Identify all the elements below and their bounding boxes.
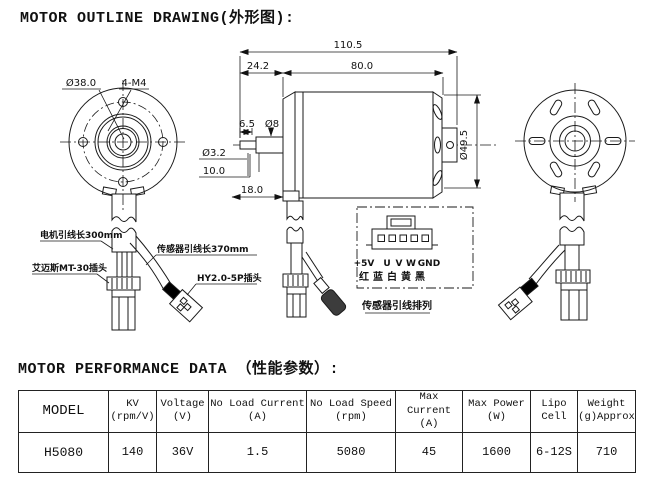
pin-label-5v: +5V (354, 259, 375, 269)
header-weight: Weight(g)Approx (577, 390, 636, 433)
cell-lipo-cell: 6-12S (530, 431, 578, 473)
wire-color-yellow: 黄 (401, 270, 411, 283)
dim-body-diameter: Ø49.5 (458, 130, 470, 160)
pin-label-w: W (406, 259, 416, 269)
label-motor-lead: 电机引线长300mm (40, 229, 123, 241)
rear-motor-cable (555, 192, 591, 321)
header-kv: KV(rpm/V) (108, 390, 157, 433)
header-no-load-current: No Load Current(A) (208, 390, 307, 433)
cell-max-current: 45 (395, 431, 463, 473)
header-max-power: Max Power(W) (462, 390, 531, 433)
wire-color-blue: 蓝 (373, 270, 383, 283)
cell-model: H5080 (18, 431, 109, 473)
front-sensor-wire (129, 235, 204, 323)
side-view (233, 91, 497, 202)
dim-shaft-length: 18.0 (241, 185, 263, 196)
side-sensor-wire (301, 251, 347, 316)
dim-tip-diameter: Ø3.2 (202, 147, 226, 159)
dim-total-length: 110.5 (334, 40, 363, 51)
pin-label-v: V (396, 259, 403, 269)
dim-tip-length: 10.0 (203, 166, 225, 177)
cell-kv: 140 (108, 431, 157, 473)
side-motor-cable (282, 200, 309, 318)
front-motor-cable (106, 193, 141, 331)
header-model: MODEL (18, 390, 109, 433)
label-sensor-lead: 传感器引线长370mm (156, 243, 249, 255)
dim-body-length: 80.0 (351, 61, 373, 72)
header-max-current: Max Current(A) (395, 390, 463, 433)
wire-color-white: 白 (387, 270, 397, 283)
cell-no-load-current: 1.5 (208, 431, 307, 473)
table-header-row: MODEL KV(rpm/V) Voltage(V) No Load Curre… (18, 390, 636, 433)
table-data-row: H5080 140 36V 1.5 5080 45 1600 6-12S 710 (18, 431, 636, 473)
wire-color-red: 红 (359, 270, 369, 283)
pin-label-u: U (383, 259, 390, 269)
header-no-load-speed: No Load Speed(rpm) (306, 390, 396, 433)
connector-caption: 传感器引线排列 (361, 299, 432, 312)
cell-voltage: 36V (156, 431, 209, 473)
side-view-dimensions (199, 49, 481, 200)
header-voltage: Voltage(V) (156, 390, 209, 433)
sensor-connector-detail (356, 206, 474, 314)
cell-max-power: 1600 (462, 431, 531, 473)
label-mt30-plug: 艾迈斯MT-30插头 (32, 262, 107, 274)
dim-front-length: 24.2 (247, 61, 269, 72)
wire-color-black: 黑 (415, 271, 425, 283)
performance-table: MODEL KV(rpm/V) Voltage(V) No Load Curre… (18, 390, 636, 473)
cell-weight: 710 (577, 431, 636, 473)
centerlines (60, 80, 635, 210)
dim-shaft-diameter: Ø8 (265, 118, 279, 130)
label-hy-plug: HY2.0-5P插头 (197, 272, 262, 284)
wiring-labels (32, 240, 257, 296)
rear-sensor-wire (497, 244, 566, 321)
cell-no-load-speed: 5080 (306, 431, 396, 473)
dim-front-diameter: Ø38.0 (66, 77, 96, 89)
performance-title: MOTOR PERFORMANCE DATA （性能参数）: (18, 361, 340, 378)
dim-step-length: 6.5 (239, 119, 255, 130)
outline-title: MOTOR OUTLINE DRAWING(外形图): (20, 10, 295, 27)
pin-label-gnd: GND (418, 259, 440, 269)
dim-mount-holes: 4-M4 (122, 78, 147, 89)
